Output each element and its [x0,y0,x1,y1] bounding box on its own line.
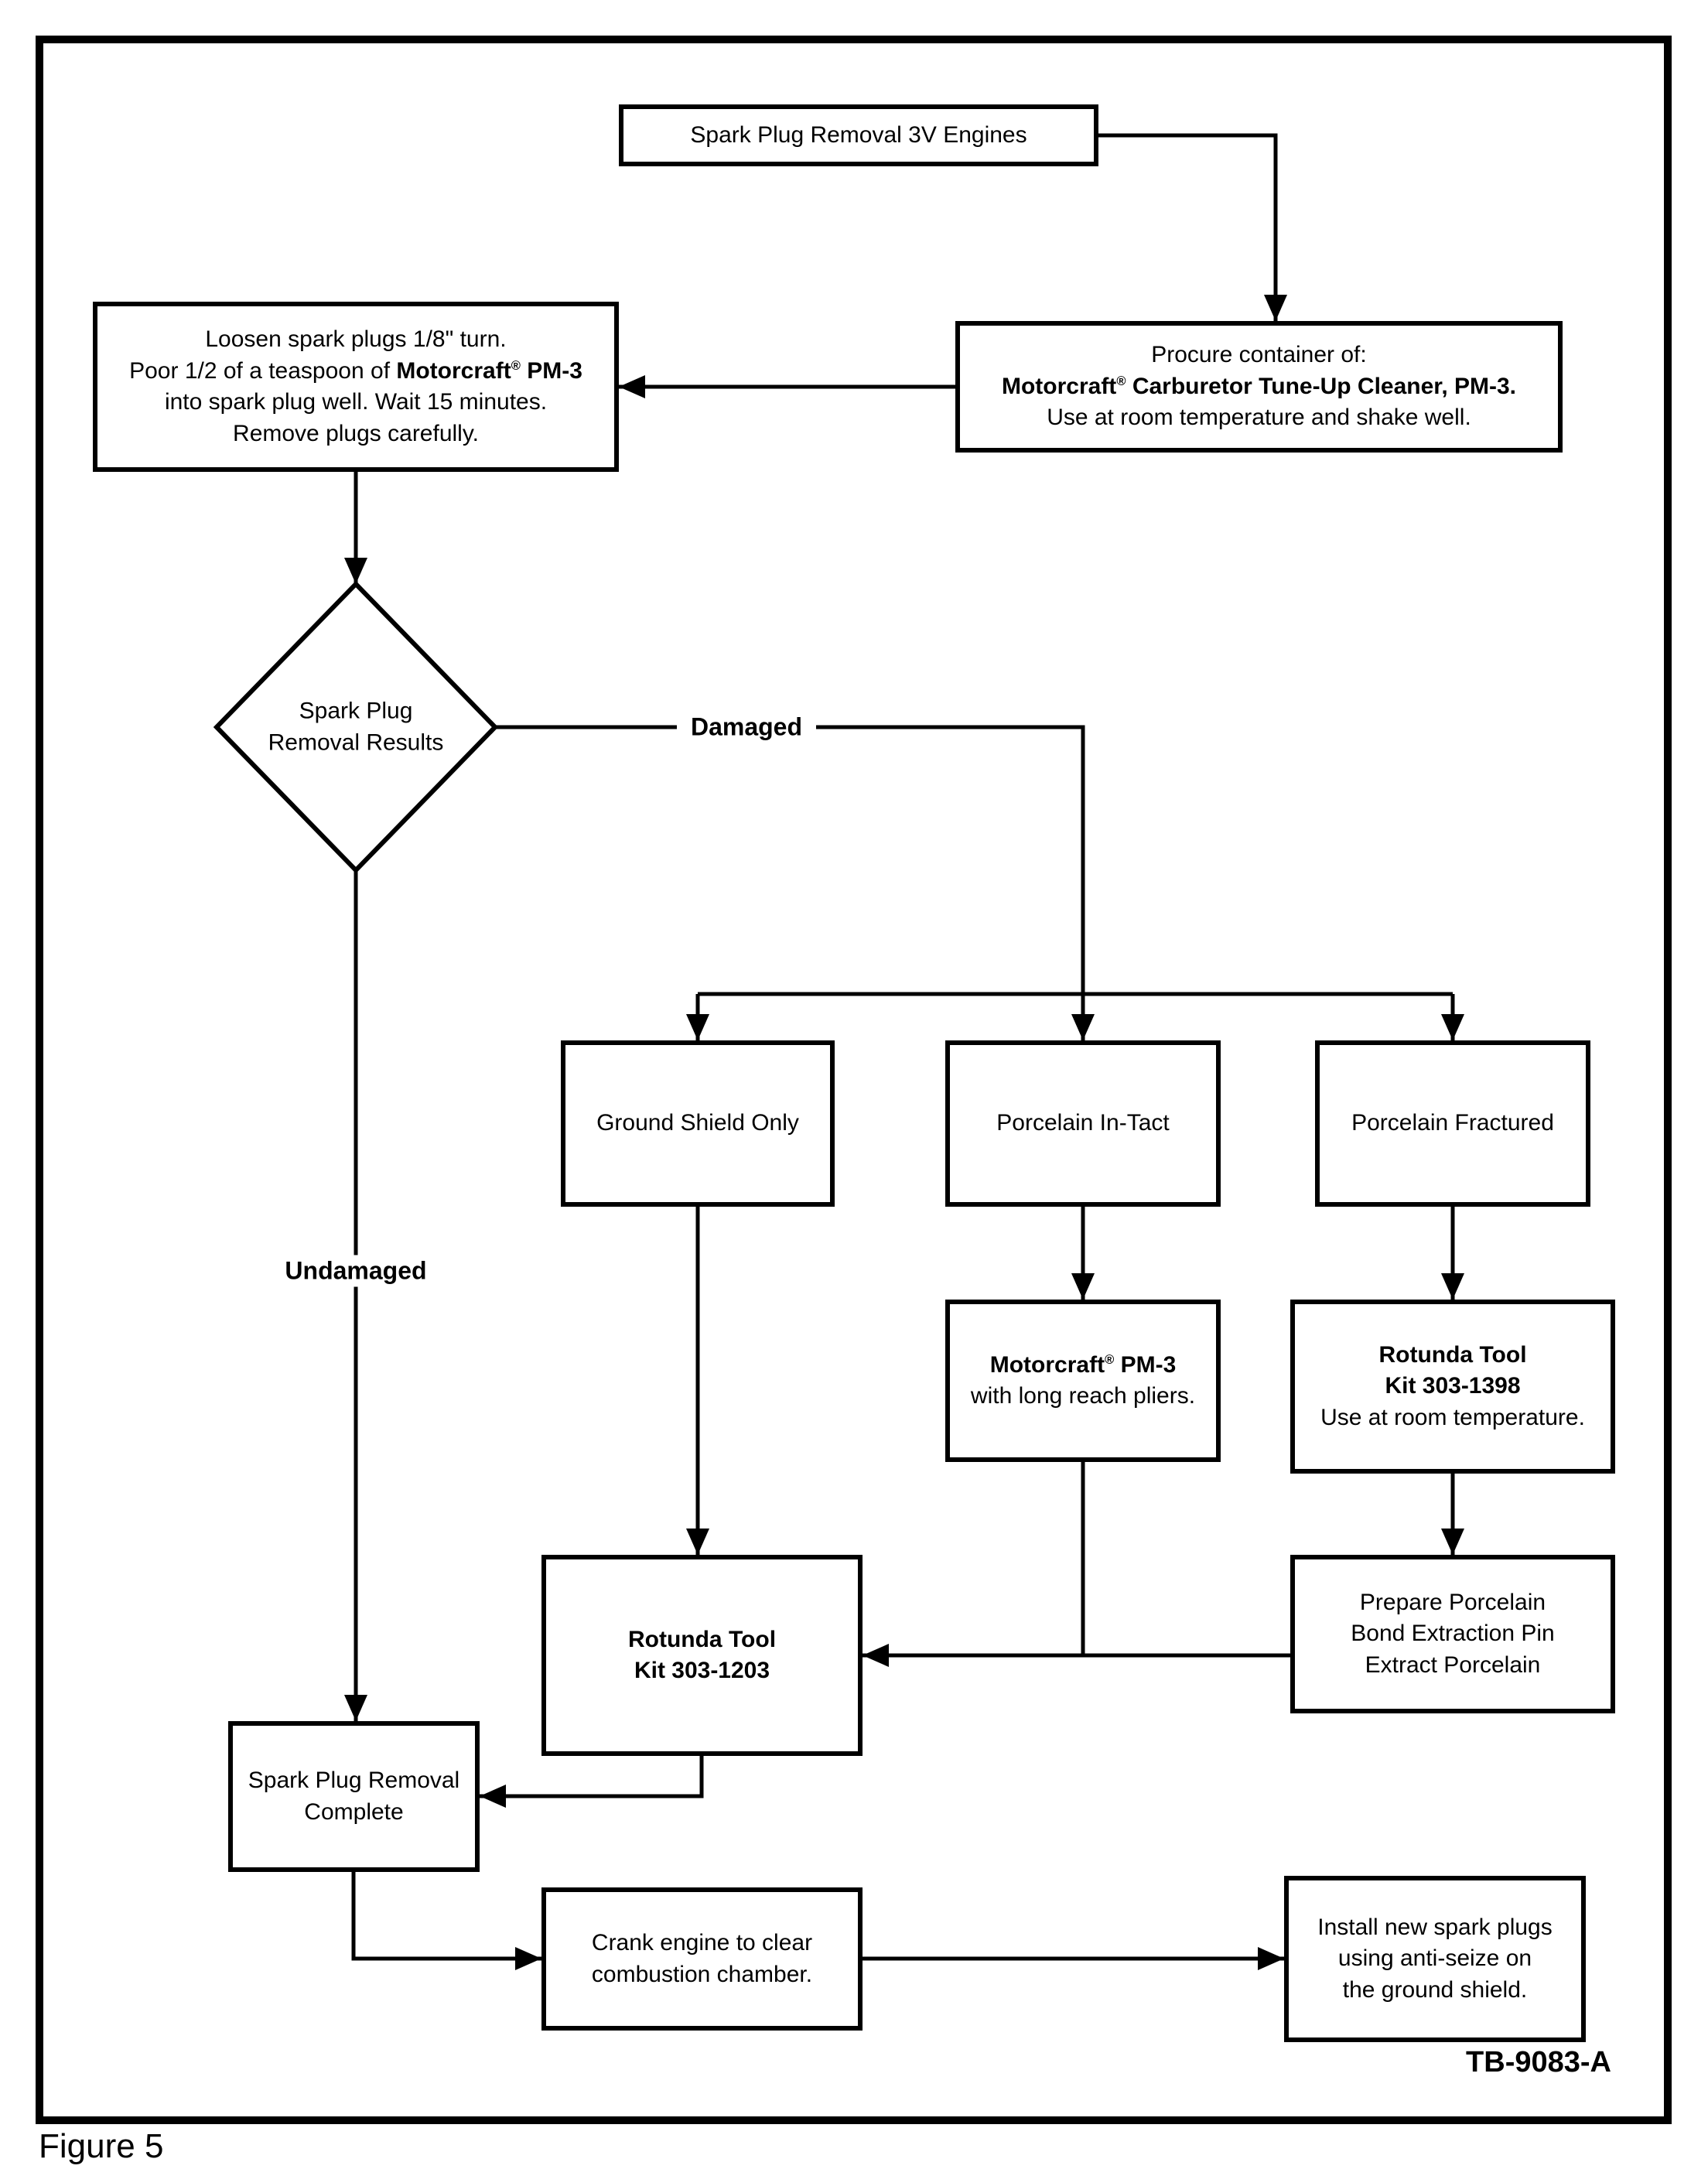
node-porcelain-intact: Porcelain In-Tact [945,1040,1221,1207]
decision-diamond [213,580,499,874]
connector-start-procure [1098,133,1287,321]
node-procure-cleaner: Procure container of:Motorcraft® Carbure… [955,321,1563,453]
node-ground-shield-only: Ground Shield Only [561,1040,835,1207]
connector-rotunda1203-complete [480,1756,704,1808]
branch-label-damaged: Damaged [676,711,817,743]
node-loosen-plugs: Loosen spark plugs 1/8" turn.Poor 1/2 of… [93,302,619,472]
branch-label-undamaged: Undamaged [271,1255,441,1287]
connector-complete-crank [351,1872,541,1970]
figure-caption: Figure 5 [39,2127,164,2165]
node-porcelain-fractured: Porcelain Fractured [1315,1040,1590,1207]
node-start: Spark Plug Removal 3V Engines [619,104,1098,166]
doc-ref: TB-9083-A [1466,2046,1611,2078]
page-border [36,36,1672,2124]
